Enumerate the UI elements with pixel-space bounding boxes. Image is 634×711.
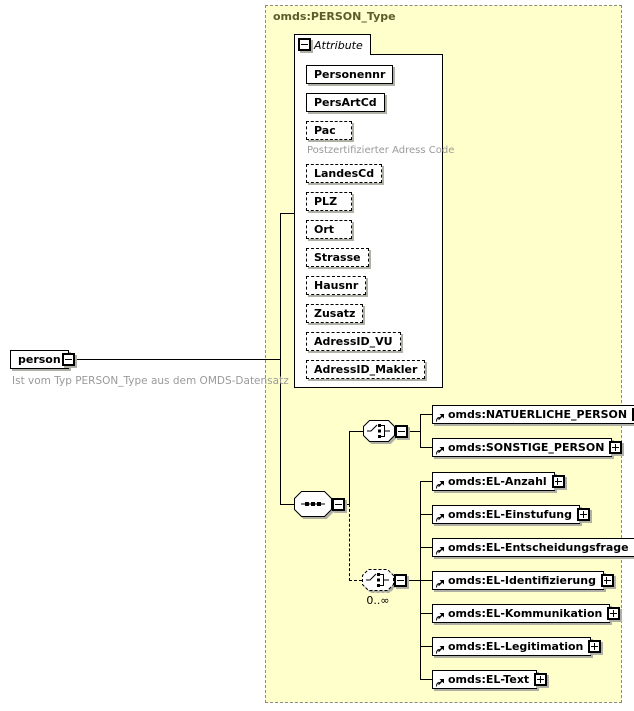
reference-arrow-icon: [436, 611, 445, 621]
reference-arrow-icon: [436, 412, 445, 422]
attribute-hausnr[interactable]: Hausnr: [306, 276, 367, 295]
collapse-icon[interactable]: [394, 574, 407, 587]
element-ref-sonstige-person[interactable]: omds:SONSTIGE_PERSON: [432, 438, 623, 457]
reference-arrow-icon: [436, 677, 445, 687]
attribute-annotation: Postzertifizierter Adress Code: [307, 145, 455, 156]
attribute-label: Hausnr: [314, 279, 359, 292]
connector-line: [349, 431, 350, 505]
reference-arrow-icon: [436, 445, 445, 455]
collapse-icon[interactable]: [332, 498, 345, 511]
element-label: omds:EL-Legitimation: [448, 640, 584, 653]
connector-line: [349, 431, 364, 432]
connector-line: [345, 504, 350, 505]
attribute-label: PersArtCd: [314, 96, 377, 109]
attribute-label: Strasse: [314, 251, 361, 264]
choice-icon: [363, 420, 395, 442]
expand-icon[interactable]: [577, 508, 591, 521]
connector-line: [280, 504, 295, 505]
expand-icon[interactable]: [534, 673, 548, 686]
attribute-pac[interactable]: Pac: [306, 121, 352, 140]
occurrence-label: 0..∞: [366, 594, 390, 607]
attribute-adressid-makler[interactable]: AdressID_Makler: [306, 360, 426, 379]
element-ref-el-einstufung[interactable]: omds:EL-Einstufung: [432, 505, 591, 524]
attribute-label: Personennr: [314, 68, 386, 81]
attributes-tab[interactable]: Attribute: [294, 34, 371, 55]
connector-line: [420, 679, 432, 680]
connector-line: [280, 213, 295, 214]
connector-line: [420, 414, 432, 415]
connector-line: [407, 580, 420, 581]
element-annotation: Ist vom Typ PERSON_Type aus dem OMDS-Dat…: [12, 375, 289, 387]
element-label: omds:NATUERLICHE_PERSON: [448, 408, 628, 421]
attribute-label: PLZ: [314, 195, 338, 208]
element-ref-el-anzahl[interactable]: omds:EL-Anzahl: [432, 472, 565, 491]
choice-icon-optional: [362, 569, 394, 591]
element-label: omds:EL-Einstufung: [448, 508, 573, 521]
expand-icon[interactable]: [588, 640, 602, 653]
element-label: omds:EL-Identifizierung: [448, 574, 596, 587]
connector-line-dashed: [349, 580, 362, 581]
reference-arrow-icon: [436, 644, 445, 654]
connector-line: [420, 514, 432, 515]
element-label: omds:SONSTIGE_PERSON: [448, 441, 605, 454]
element-label: omds:EL-Text: [448, 673, 530, 686]
connector-line-dashed: [349, 504, 350, 581]
attribute-label: Zusatz: [314, 307, 356, 320]
attribute-plz[interactable]: PLZ: [306, 192, 352, 211]
element-ref-el-kommunikation[interactable]: omds:EL-Kommunikation: [432, 604, 621, 623]
expand-icon[interactable]: [632, 408, 634, 421]
expand-icon[interactable]: [609, 441, 623, 454]
element-person[interactable]: person: [10, 350, 69, 369]
expand-icon[interactable]: [607, 607, 621, 620]
connector-line: [420, 447, 432, 448]
expand-icon[interactable]: [551, 475, 565, 488]
attributes-tab-label: Attribute: [314, 38, 363, 52]
sequence-icon: [294, 491, 332, 517]
element-label: person: [18, 353, 61, 366]
reference-arrow-icon: [436, 512, 445, 522]
attribute-label: Pac: [314, 124, 336, 137]
attribute-persartcd[interactable]: PersArtCd: [306, 93, 385, 112]
connector-line: [420, 580, 432, 581]
element-ref-el-entscheidungsfrage[interactable]: omds:EL-Entscheidungsfrage: [432, 538, 634, 557]
element-ref-el-legitimation[interactable]: omds:EL-Legitimation: [432, 637, 602, 656]
reference-arrow-icon: [436, 545, 445, 555]
collapse-icon[interactable]: [298, 38, 311, 51]
attribute-label: AdressID_VU: [314, 335, 393, 348]
connector-line: [420, 646, 432, 647]
attribute-landescd[interactable]: LandesCd: [306, 164, 383, 183]
attribute-zusatz[interactable]: Zusatz: [306, 304, 364, 323]
collapse-icon[interactable]: [62, 353, 75, 366]
attribute-personennr[interactable]: Personennr: [306, 65, 394, 84]
attribute-adressid-vu[interactable]: AdressID_VU: [306, 332, 401, 351]
connector-line: [280, 213, 281, 505]
element-ref-el-text[interactable]: omds:EL-Text: [432, 670, 548, 689]
element-ref-natuerliche-person[interactable]: omds:NATUERLICHE_PERSON: [432, 405, 634, 424]
element-label: omds:EL-Kommunikation: [448, 607, 603, 620]
collapse-icon[interactable]: [395, 425, 408, 438]
attribute-ort[interactable]: Ort: [306, 220, 352, 239]
expand-icon[interactable]: [600, 574, 614, 587]
reference-arrow-icon: [436, 479, 445, 489]
attribute-label: Ort: [314, 223, 335, 236]
connector-line: [408, 431, 420, 432]
attribute-strasse[interactable]: Strasse: [306, 248, 369, 267]
connector-line: [420, 481, 432, 482]
element-label: omds:EL-Entscheidungsfrage: [448, 541, 629, 554]
connector-line: [75, 359, 280, 360]
attribute-label: LandesCd: [314, 167, 375, 180]
connector-line: [420, 613, 432, 614]
connector-line: [420, 547, 432, 548]
reference-arrow-icon: [436, 578, 445, 588]
element-ref-el-identifizierung[interactable]: omds:EL-Identifizierung: [432, 571, 614, 590]
attribute-label: AdressID_Makler: [314, 363, 418, 376]
complex-type-title: omds:PERSON_Type: [273, 10, 396, 23]
connector-line: [420, 414, 421, 448]
element-label: omds:EL-Anzahl: [448, 475, 547, 488]
